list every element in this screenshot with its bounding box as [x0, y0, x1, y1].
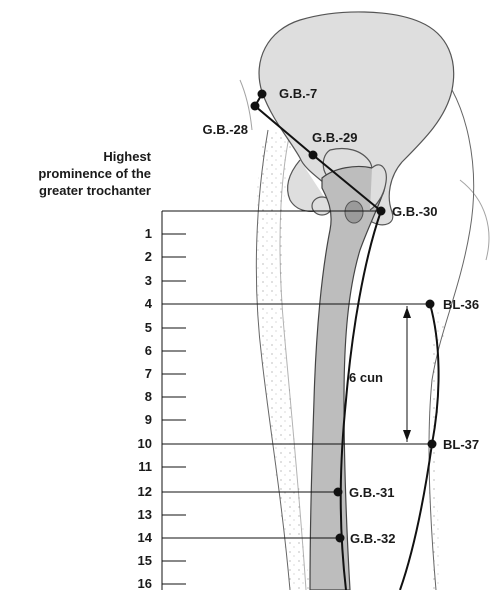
- scale-number: 2: [145, 249, 152, 264]
- bl36-label: BL-36: [443, 297, 479, 312]
- gb31-label: G.B.-31: [349, 485, 395, 500]
- trochanter-label-line: greater trochanter: [39, 183, 151, 198]
- scale-number: 9: [145, 412, 152, 427]
- measure-label: 6 cun: [349, 370, 383, 385]
- scale-number: 4: [145, 296, 153, 311]
- scale-number: 14: [138, 530, 153, 545]
- scale-number: 5: [145, 320, 152, 335]
- scale-number: 10: [138, 436, 152, 451]
- gb32-point: [336, 534, 345, 543]
- gb7-label: G.B.-7: [279, 86, 317, 101]
- trochanter-label-line: prominence of the: [38, 166, 151, 181]
- scale-number: 13: [138, 507, 152, 522]
- trochanter-label: Highest prominence of the greater trocha…: [38, 149, 151, 198]
- gb30-point: [377, 207, 386, 216]
- scale-number: 12: [138, 484, 152, 499]
- trochanter-label-line: Highest: [103, 149, 151, 164]
- scale-number: 7: [145, 366, 152, 381]
- gb31-point: [334, 488, 343, 497]
- scale-number: 15: [138, 553, 152, 568]
- gb7-point: [258, 90, 267, 99]
- gb29-label: G.B.-29: [312, 130, 358, 145]
- arrow-down-icon: [403, 430, 411, 441]
- scale-number: 16: [138, 576, 152, 590]
- gb28-label: G.B.-28: [202, 122, 248, 137]
- scale-number: 1: [145, 226, 152, 241]
- scale-number: 3: [145, 273, 152, 288]
- scale-number: 6: [145, 343, 152, 358]
- six-cun-measurement: 6 cun: [349, 304, 418, 444]
- gb29-point: [309, 151, 318, 160]
- bl37-point: [428, 440, 437, 449]
- gb28-point: [251, 102, 260, 111]
- gb32-label: G.B.-32: [350, 531, 396, 546]
- gb30-label: G.B.-30: [392, 204, 438, 219]
- scale-number: 8: [145, 389, 152, 404]
- bl37-label: BL-37: [443, 437, 479, 452]
- scale-number: 11: [138, 459, 152, 474]
- bl36-point: [426, 300, 435, 309]
- arrow-up-icon: [403, 307, 411, 318]
